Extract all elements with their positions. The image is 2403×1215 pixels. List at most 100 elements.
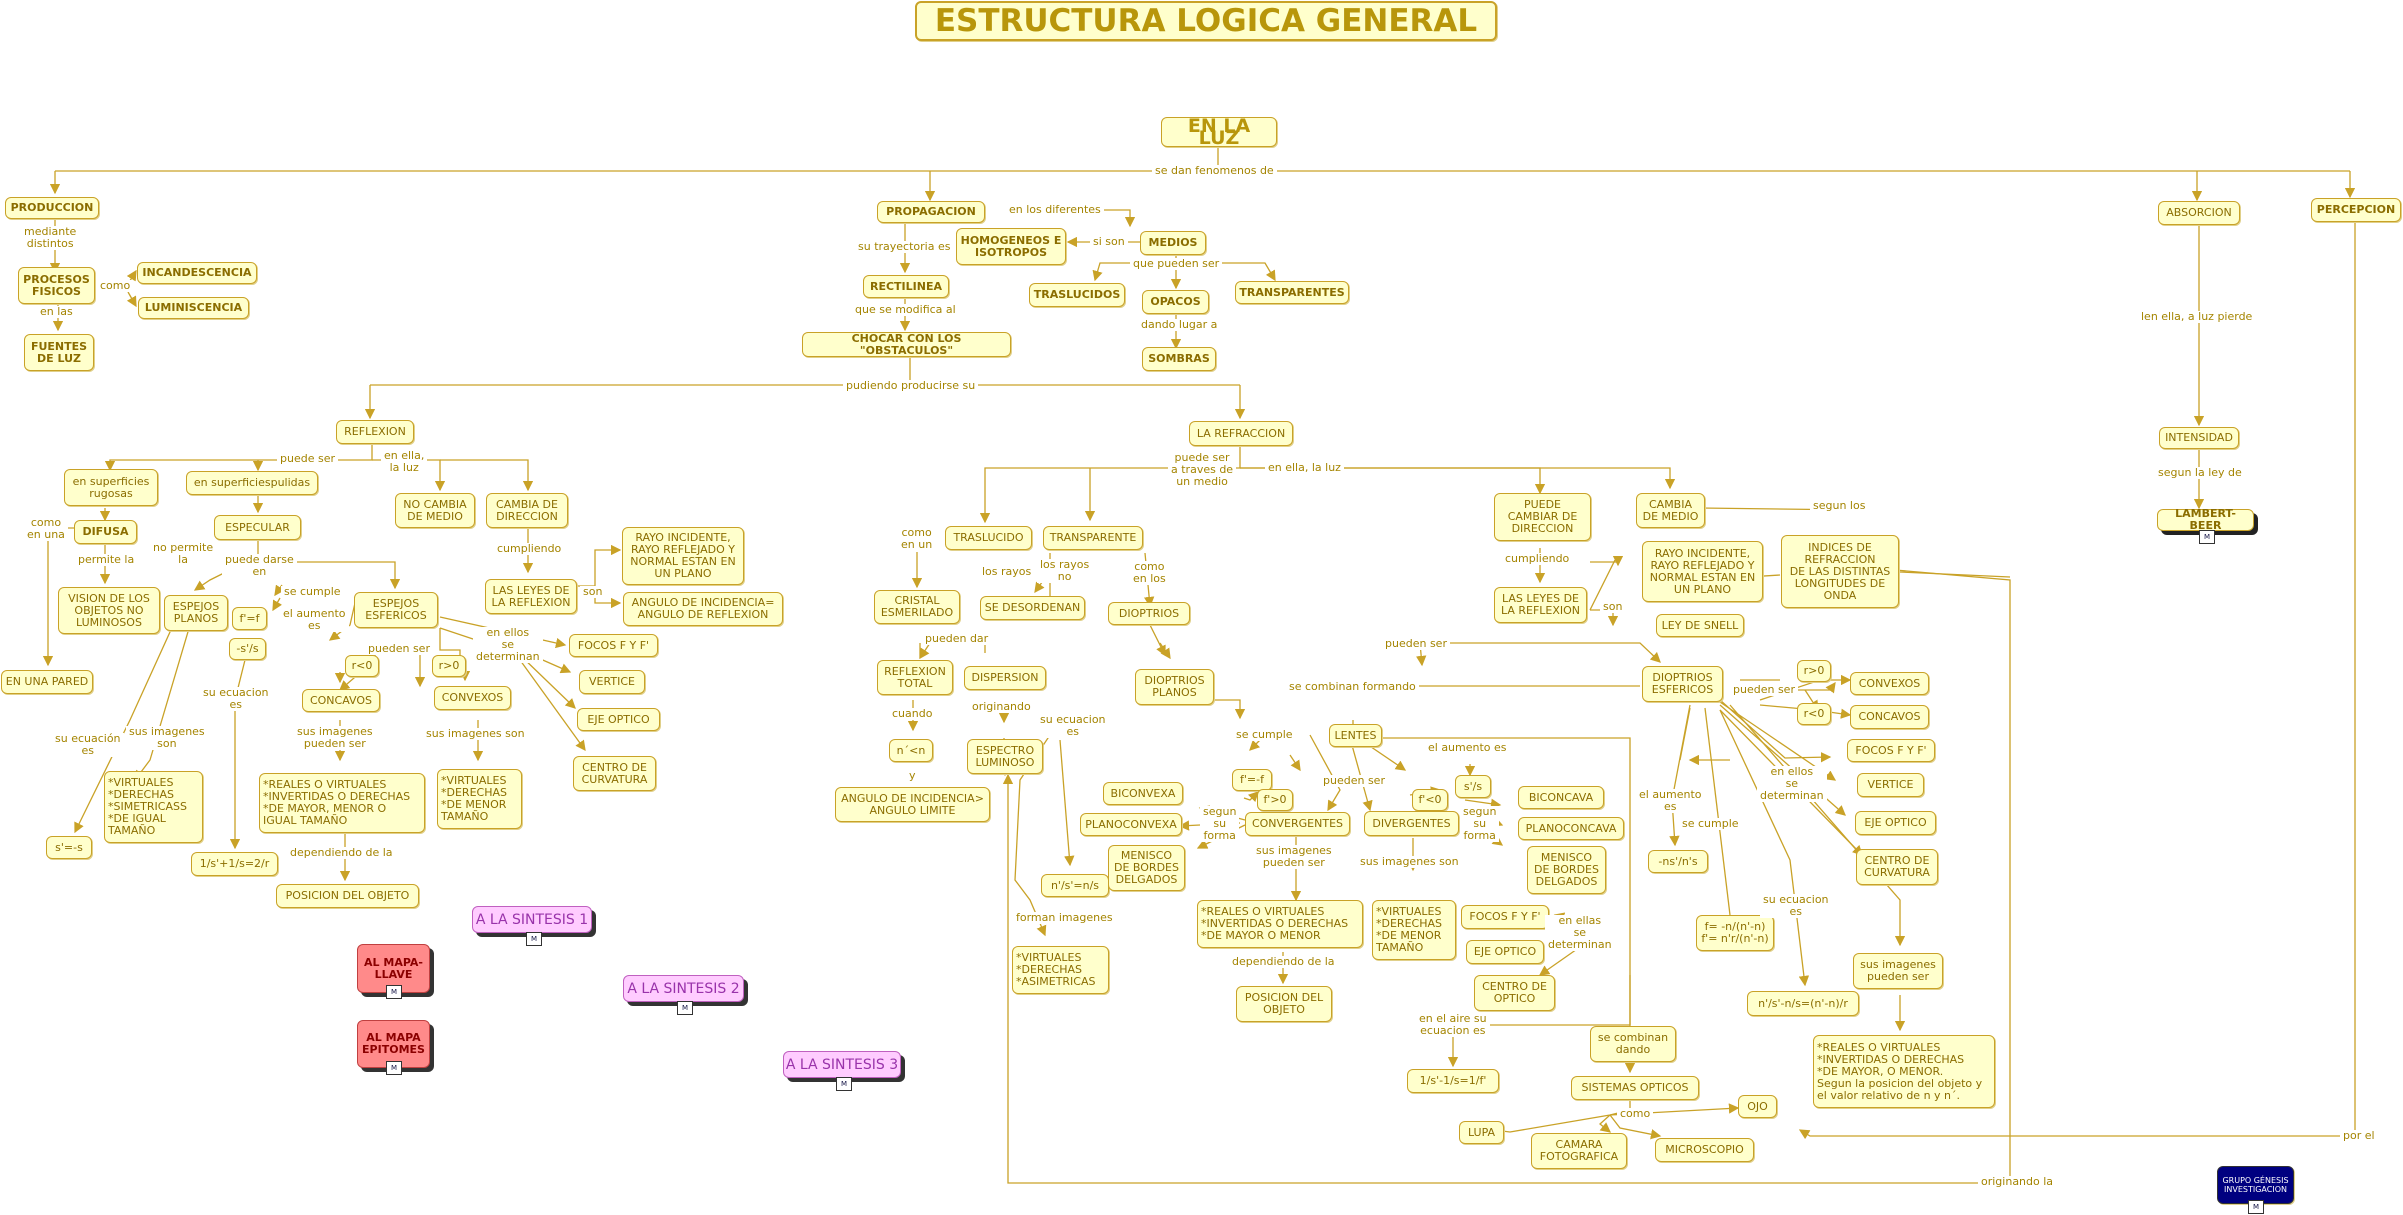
node-se-combinan[interactable]: se combinan dando (1590, 1026, 1676, 1062)
node-chocar[interactable]: CHOCAR CON LOS "OBSTACULOS" (802, 332, 1011, 357)
node-vision[interactable]: VISION DE LOS OBJETOS NO LUMINOSOS (58, 587, 160, 634)
node-s-equals[interactable]: s'=-s (46, 836, 92, 859)
node-posicion-objeto-2[interactable]: POSICION DEL OBJETO (1236, 986, 1332, 1022)
node-f-neg-f[interactable]: f'=-f (1232, 769, 1272, 791)
node-centro-optico[interactable]: CENTRO DE OPTICO (1474, 975, 1555, 1011)
node-en-una-pared[interactable]: EN UNA PARED (1, 670, 93, 694)
node-microscopio[interactable]: MICROSCOPIO (1655, 1138, 1754, 1162)
link-mapa-llave[interactable]: AL MAPA- LLAVE (357, 944, 430, 993)
node-cambia-direccion[interactable]: CAMBIA DE DIRECCION (486, 493, 568, 528)
node-centro-curvatura-3[interactable]: CENTRO DE CURVATURA (1856, 849, 1938, 885)
node-r-positive-2[interactable]: r>0 (1797, 660, 1831, 682)
node-lupa[interactable]: LUPA (1459, 1121, 1504, 1144)
node-dispersion[interactable]: DISPERSION (964, 666, 1046, 690)
sintesis-2-icon[interactable]: M (677, 1001, 693, 1015)
node-n-less-n[interactable]: n´<n (889, 739, 933, 762)
node-especular[interactable]: ESPECULAR (214, 515, 301, 540)
node-produccion[interactable]: PRODUCCION (5, 197, 99, 219)
node-refraccion[interactable]: LA REFRACCION (1189, 421, 1293, 446)
node-f-equals[interactable]: f'=f (232, 607, 267, 630)
node-rectilinea[interactable]: RECTILINEA (863, 275, 949, 298)
node-concavos-2[interactable]: CONCAVOS (1850, 705, 1929, 729)
node-absorcion[interactable]: ABSORCION (2158, 201, 2240, 225)
node-camara[interactable]: CAMARA FOTOGRAFICA (1531, 1133, 1627, 1169)
node-vertice-1[interactable]: VERTICE (579, 670, 645, 694)
node-espejos-esfericos[interactable]: ESPEJOS ESFERICOS (354, 592, 438, 628)
link-sintesis-1[interactable]: A LA SINTESIS 1 (472, 906, 592, 933)
node-transparente[interactable]: TRANSPARENTE (1043, 526, 1143, 550)
node-reflexion-total[interactable]: REFLEXION TOTAL (877, 660, 953, 695)
node-eje-optico-2[interactable]: EJE OPTICO (1466, 940, 1544, 964)
node-focos-3[interactable]: FOCOS F Y F' (1847, 739, 1935, 762)
node-no-cambia-medio[interactable]: NO CAMBIA DE MEDIO (395, 493, 475, 528)
node-planoconcava[interactable]: PLANOCONCAVA (1518, 817, 1624, 840)
node-posicion-objeto-1[interactable]: POSICION DEL OBJETO (276, 884, 419, 908)
node-homogeneos[interactable]: HOMOGENEOS E ISOTROPOS (956, 228, 1066, 265)
node-ns-rs[interactable]: -ns'/n's (1648, 850, 1708, 873)
node-centro-curvatura-1[interactable]: CENTRO DE CURVATURA (573, 756, 656, 791)
node-f-negative[interactable]: f'<0 (1412, 789, 1448, 811)
node-ley-snell[interactable]: LEY DE SNELL (1656, 614, 1744, 637)
node-s-ratio[interactable]: -s'/s (229, 638, 266, 660)
node-reales-2[interactable]: *REALES O VIRTUALES *INVERTIDAS O DERECH… (1197, 900, 1363, 948)
node-cambia-medio[interactable]: CAMBIA DE MEDIO (1636, 493, 1705, 528)
node-percepcion[interactable]: PERCEPCION (2311, 198, 2401, 222)
node-leyes-reflexion-1[interactable]: LAS LEYES DE LA REFLEXION (485, 579, 577, 614)
node-rayo-incidente-1[interactable]: RAYO INCIDENTE, RAYO REFLEJADO Y NORMAL … (622, 527, 744, 585)
node-vertice-3[interactable]: VERTICE (1857, 773, 1924, 797)
node-virtuales-asimetricas[interactable]: *VIRTUALES *DERECHAS *ASIMETRICAS (1012, 946, 1109, 994)
node-r-negative-2[interactable]: r<0 (1797, 703, 1831, 725)
node-ecuacion-lente[interactable]: 1/s'-1/s=1/f' (1407, 1069, 1499, 1093)
node-incandescencia[interactable]: INCANDESCENCIA (137, 262, 257, 284)
node-traslucido[interactable]: TRASLUCIDO (945, 526, 1032, 550)
node-ecuacion-dioptrio[interactable]: n'/s'-n/s=(n'-n)/r (1747, 991, 1859, 1016)
node-traslucidos[interactable]: TRASLUCIDOS (1029, 283, 1125, 307)
node-biconcava[interactable]: BICONCAVA (1518, 786, 1604, 809)
sintesis-1-icon[interactable]: M (526, 932, 542, 946)
node-espejos-planos[interactable]: ESPEJOS PLANOS (164, 595, 228, 631)
node-indices[interactable]: INDICES DE REFRACCION DE LAS DISTINTAS L… (1781, 535, 1899, 608)
node-reales-1[interactable]: *REALES O VIRTUALES *INVERTIDAS O DERECH… (259, 773, 425, 833)
node-angulo-limite[interactable]: ANGULO DE INCIDENCIA> ANGULO LIMITE (835, 787, 990, 822)
node-lentes[interactable]: LENTES (1329, 724, 1382, 747)
node-propagacion[interactable]: PROPAGACION (877, 201, 985, 223)
sintesis-3-icon[interactable]: M (836, 1077, 852, 1091)
node-dioptrios[interactable]: DIOPTRIOS (1108, 602, 1190, 625)
node-medios[interactable]: MEDIOS (1140, 231, 1206, 255)
node-dioptrios-esfericos[interactable]: DIOPTRIOS ESFERICOS (1642, 666, 1723, 702)
node-convexos[interactable]: CONVEXOS (434, 686, 511, 710)
node-divergentes[interactable]: DIVERGENTES (1364, 811, 1459, 836)
node-ecuacion-espejo[interactable]: 1/s'+1/s=2/r (191, 852, 278, 876)
node-concavos[interactable]: CONCAVOS (302, 689, 380, 712)
node-focos-2[interactable]: FOCOS F Y F' (1461, 905, 1549, 929)
node-sistemas-opticos[interactable]: SISTEMAS OPTICOS (1571, 1076, 1699, 1100)
node-r-positive[interactable]: r>0 (432, 655, 466, 677)
node-s-ratio-2[interactable]: s'/s (1455, 775, 1491, 798)
node-eje-optico-3[interactable]: EJE OPTICO (1855, 811, 1936, 835)
node-en-la-luz[interactable]: EN LA LUZ (1161, 117, 1277, 148)
node-menisco-2[interactable]: MENISCO DE BORDES DELGADOS (1527, 846, 1606, 894)
node-rayo-incidente-2[interactable]: RAYO INCIDENTE, RAYO REFLEJADO Y NORMAL … (1642, 541, 1763, 602)
node-reales-3[interactable]: *REALES O VIRTUALES *INVERTIDAS O DERECH… (1813, 1035, 1995, 1108)
node-virtuales-planos[interactable]: *VIRTUALES *DERECHAS *SIMETRICASS *DE IG… (104, 771, 203, 843)
node-eje-optico-1[interactable]: EJE OPTICO (577, 708, 660, 731)
grupo-icon[interactable]: M (2248, 1200, 2264, 1214)
node-convexos-2[interactable]: CONVEXOS (1850, 672, 1929, 695)
node-virtuales-divergentes[interactable]: *VIRTUALES *DERECHAS *DE MENOR TAMAÑO (1372, 900, 1456, 960)
node-intensidad[interactable]: INTENSIDAD (2159, 427, 2239, 449)
node-se-desordenan[interactable]: SE DESORDENAN (980, 596, 1085, 620)
link-grupo-genesis[interactable]: GRUPO GÉNESIS INVESTIGACION (2217, 1166, 2294, 1204)
node-superficies-rugosas[interactable]: en superficies rugosas (64, 469, 158, 506)
node-lambert-beer[interactable]: LAMBERT-BEER (2157, 508, 2254, 532)
node-r-negative[interactable]: r<0 (345, 655, 379, 677)
node-fuentes-de-luz[interactable]: FUENTES DE LUZ (24, 334, 94, 371)
node-leyes-reflexion-2[interactable]: LAS LEYES DE LA REFLEXION (1494, 587, 1587, 623)
node-ojo[interactable]: OJO (1738, 1095, 1777, 1118)
node-dioptrios-planos[interactable]: DIOPTRIOS PLANOS (1135, 669, 1214, 705)
node-virtuales-convexos[interactable]: *VIRTUALES *DERECHAS *DE MENOR TAMAÑO (437, 769, 522, 829)
node-focos-1[interactable]: FOCOS F Y F' (569, 634, 658, 657)
link-sintesis-3[interactable]: A LA SINTESIS 3 (783, 1051, 901, 1078)
node-convergentes[interactable]: CONVERGENTES (1245, 812, 1350, 836)
node-opacos[interactable]: OPACOS (1142, 290, 1209, 314)
node-transparentes[interactable]: TRANSPARENTES (1235, 281, 1349, 304)
